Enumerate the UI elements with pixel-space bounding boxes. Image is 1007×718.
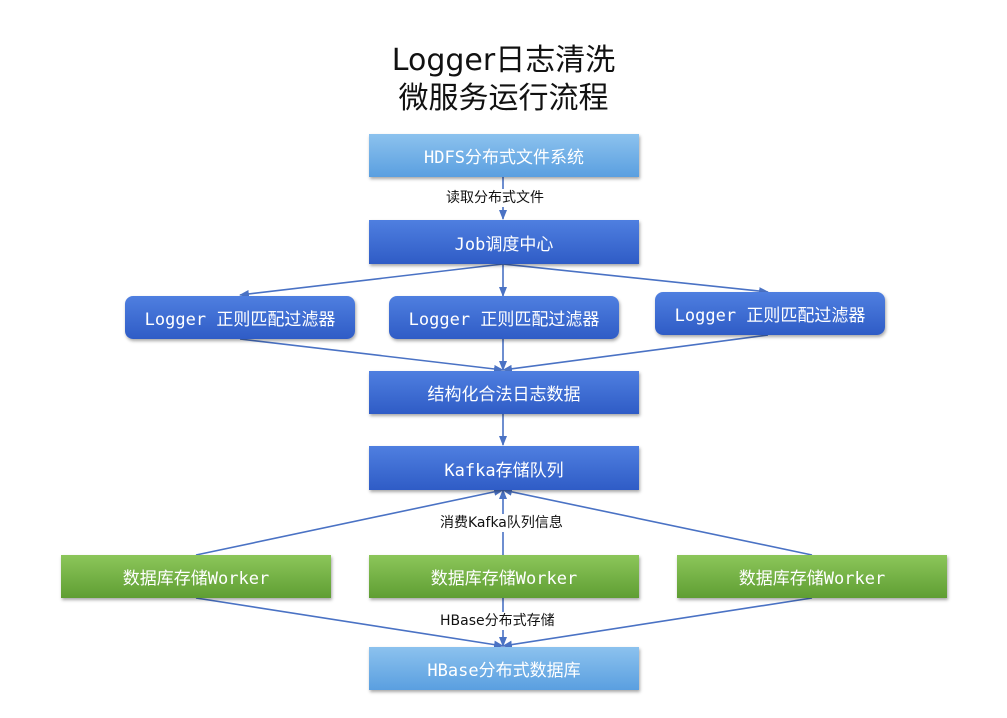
arrow-worker-1-to-hbase xyxy=(195,597,504,649)
node-kafka-queue: Kafka存储队列 xyxy=(369,446,639,490)
node-logger-filter-2: Logger 正则匹配过滤器 xyxy=(389,296,619,339)
node-db-worker-1: 数据库存储Worker xyxy=(61,555,331,598)
node-logger-filter-1: Logger 正则匹配过滤器 xyxy=(125,296,355,339)
diagram-title-line-2: 微服务运行流程 xyxy=(398,81,609,116)
node-logger-filter-3: Logger 正则匹配过滤器 xyxy=(655,292,885,335)
node-job-scheduler: Job调度中心 xyxy=(369,220,639,264)
edge-label-read-files: 读取分布式文件 xyxy=(446,189,544,207)
arrow-worker-3-to-hbase xyxy=(502,597,813,649)
arrow-worker-1-to-kafka xyxy=(195,487,504,556)
arrow-filter-1-to-structured xyxy=(239,338,504,373)
node-db-worker-2: 数据库存储Worker xyxy=(369,555,639,598)
edge-label-hbase-storage: HBase分布式存储 xyxy=(440,612,555,630)
arrow-job-to-filter-1 xyxy=(239,263,504,298)
diagram-title-line-1: Logger日志清洗 xyxy=(391,43,616,78)
node-db-worker-3: 数据库存储Worker xyxy=(677,555,947,598)
arrow-worker-3-to-kafka xyxy=(502,487,813,556)
node-hbase: HBase分布式数据库 xyxy=(369,647,639,690)
arrow-job-to-filter-3 xyxy=(502,263,769,296)
arrow-filter-3-to-structured xyxy=(502,334,769,373)
edge-label-consume-kafka: 消费Kafka队列信息 xyxy=(440,514,563,532)
node-structured-log-data: 结构化合法日志数据 xyxy=(369,371,639,414)
node-hdfs: HDFS分布式文件系统 xyxy=(369,134,639,177)
